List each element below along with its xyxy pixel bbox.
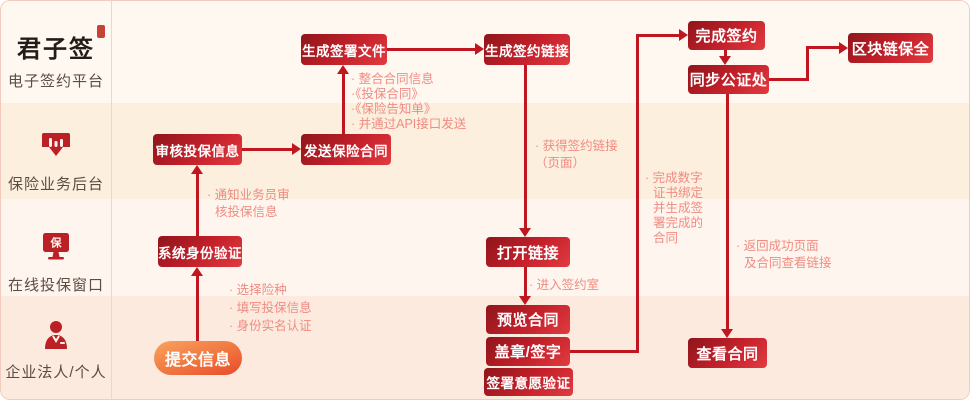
annotation-return-success: · 返回成功页面 及合同查看链接 xyxy=(736,239,832,270)
arrowhead-down xyxy=(519,228,531,237)
junzi-sign-logo: 君子签 xyxy=(17,25,105,64)
arrowhead-right xyxy=(839,42,848,54)
arrowhead-down xyxy=(721,329,733,338)
node-generate-sign-file: 生成签署文件 xyxy=(301,34,387,65)
arrow-line xyxy=(387,48,475,51)
sidebar-cell-platform: 君子签 电子签约平台 xyxy=(1,25,111,91)
node-blockchain-preservation: 区块链保全 xyxy=(848,33,933,63)
node-sign-will-verify: 签署意愿验证 xyxy=(484,368,573,396)
lane-label-backend: 保险业务后台 xyxy=(7,176,104,193)
node-preview-contract: 预览合同 xyxy=(486,305,570,334)
arrow-line xyxy=(769,78,809,81)
lane-label-window: 在线投保窗口 xyxy=(7,277,104,294)
node-review-insure-info: 审核投保信息 xyxy=(153,134,242,165)
node-generate-sign-link: 生成签约链接 xyxy=(484,34,570,65)
sidebar-cell-person: 企业法人/个人 xyxy=(1,320,111,382)
arrowhead-up xyxy=(191,165,203,174)
arrow-line xyxy=(726,94,729,329)
annotation-notify-review: · 通知业务员审 核投保信息 xyxy=(207,188,290,219)
arrowhead-down xyxy=(519,296,531,305)
business-board-icon xyxy=(40,130,72,167)
sidebar-cell-backend: 保险业务后台 xyxy=(1,130,111,194)
arrowhead-up xyxy=(337,65,349,74)
lane-label-platform: 电子签约平台 xyxy=(7,73,104,90)
node-system-identity-verify: 系统身份验证 xyxy=(158,236,242,267)
arrow-line xyxy=(196,174,199,236)
logo-seal-icon xyxy=(97,25,105,38)
annotation-digital-cert: · 完成数字 证书绑定 并生成签 署完成的 合同 xyxy=(645,171,704,245)
arrow-line xyxy=(636,34,679,37)
node-view-contract: 查看合同 xyxy=(688,338,767,368)
arrowhead-down xyxy=(719,56,731,65)
node-open-link: 打开链接 xyxy=(486,237,570,267)
arrowhead-up xyxy=(191,267,203,276)
logo-text: 君子签 xyxy=(17,34,95,63)
arrowhead-right xyxy=(475,43,484,55)
arrow-line xyxy=(724,50,727,58)
node-complete-signing: 完成签约 xyxy=(688,21,765,50)
annotation-enter-sign-room: · 进入签约室 xyxy=(529,278,600,292)
arrow-line xyxy=(806,47,809,81)
annotation-submit-steps: · 选择险种 · 填写投保信息 · 身份实名认证 xyxy=(229,283,312,333)
node-send-insurance-contract: 发送保险合同 xyxy=(301,134,391,165)
arrow-line xyxy=(524,267,527,296)
insurance-monitor-icon: 保 xyxy=(40,231,72,268)
arrow-line xyxy=(806,46,839,49)
arrowhead-right xyxy=(679,29,688,41)
node-submit-info: 提交信息 xyxy=(154,341,242,375)
annotation-integrate-contract: · 整合合同信息 ·《投保合同》 ·《保险告知单》 · 并通过API接口发送 xyxy=(351,72,467,131)
arrow-line xyxy=(524,65,527,228)
sidebar-divider xyxy=(111,1,112,399)
arrow-line xyxy=(242,148,292,151)
arrow-line xyxy=(570,350,639,353)
lane-insurance-backend xyxy=(1,103,969,199)
person-icon xyxy=(41,320,71,355)
arrow-line xyxy=(636,34,639,353)
sidebar-cell-window: 保 在线投保窗口 xyxy=(1,231,111,295)
lane-label-person: 企业法人/个人 xyxy=(5,364,107,381)
svg-text:保: 保 xyxy=(50,236,63,250)
arrow-line xyxy=(342,74,345,134)
node-sync-notary: 同步公证处 xyxy=(688,65,769,94)
node-stamp-sign: 盖章/签字 xyxy=(486,337,570,366)
arrowhead-right xyxy=(292,143,301,155)
annotation-get-sign-link: · 获得签约链接 （页面） xyxy=(535,139,618,170)
arrow-line xyxy=(196,276,199,341)
